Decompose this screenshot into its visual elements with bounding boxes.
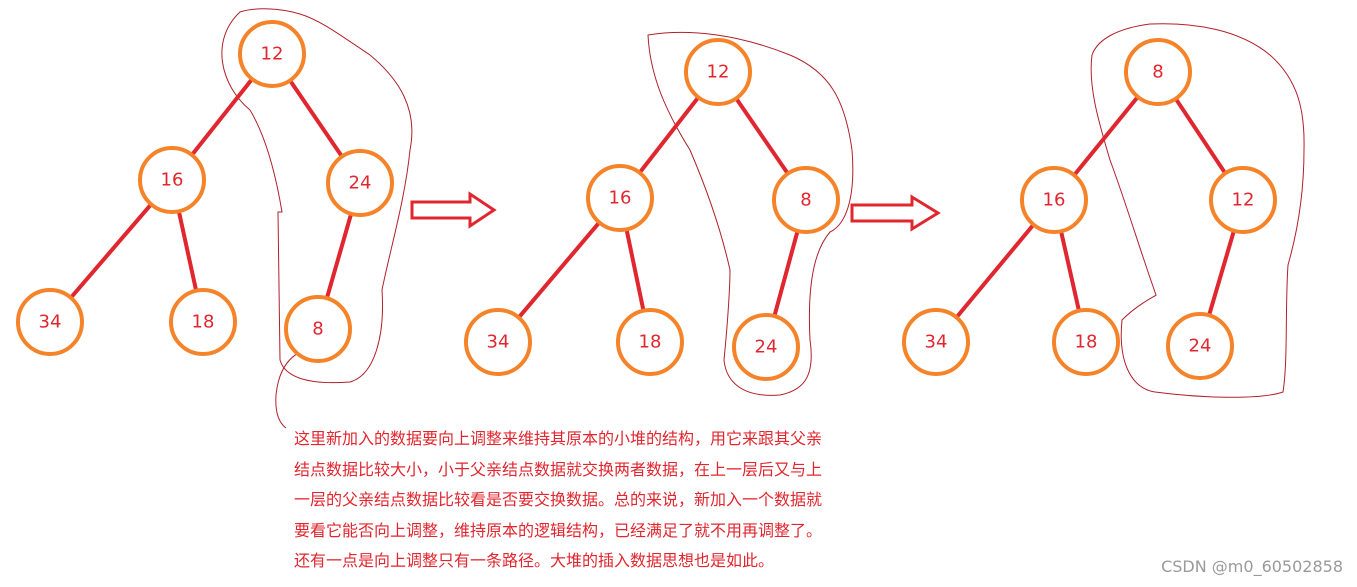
tree-node — [616, 308, 684, 376]
tree-edge — [191, 78, 253, 156]
tree-node-label: 18 — [192, 312, 215, 333]
tree-node-label: 16 — [1043, 190, 1066, 211]
tree-node — [238, 20, 306, 88]
tree-edge — [638, 96, 700, 174]
tree-edge — [624, 229, 646, 311]
highlight-outline-3 — [1090, 23, 1305, 398]
tree-after-first-swap: 12 16 8 34 18 24 — [464, 38, 840, 381]
tree-edge — [1207, 230, 1236, 316]
tree-node — [1166, 312, 1234, 380]
description-line: 要看它能否向上调整，维持原本的逻辑结构，已经满足了就不用再调整了。 — [294, 520, 823, 540]
tree-edge — [1174, 98, 1227, 174]
tree-node — [16, 288, 84, 356]
tree-edge — [70, 203, 152, 299]
description-line: 结点数据比较大小，小于父亲结点数据就交换两者数据，在上一层后又与上 — [294, 459, 823, 479]
tree-node — [464, 308, 532, 376]
tree-edge — [517, 221, 601, 319]
tree-node-label: 12 — [707, 62, 730, 83]
tree-node-label: 12 — [261, 44, 284, 65]
description-line: 还有一点是向上调整只有一条路径。大堆的插入数据思想也是如此。 — [294, 551, 775, 570]
tree-node — [284, 295, 352, 363]
tree-node-label: 24 — [755, 337, 778, 358]
tree-node — [1052, 308, 1120, 376]
description-line: 这里新加入的数据要向上调整来维持其原本的小堆的结构，用它来跟其父亲 — [294, 429, 823, 448]
arrow-2 — [850, 194, 941, 232]
tree-node — [902, 308, 970, 376]
tree-node — [169, 288, 237, 356]
tree-node — [732, 313, 800, 381]
tree-node-label: 24 — [1189, 336, 1212, 357]
tree-node-label: 16 — [161, 170, 184, 191]
trees-layer: 12 16 24 34 18 8 12 16 8 34 18 24 8 16 12 34 18 24 — [16, 20, 1277, 381]
tree-node-label: 34 — [925, 332, 948, 353]
highlight-outline-2 — [647, 31, 854, 396]
tree-node — [772, 166, 840, 234]
tree-node-label: 8 — [1152, 62, 1163, 83]
tree-edge — [735, 98, 789, 174]
tree-node-label: 34 — [39, 312, 62, 333]
tree-before-adjust: 12 16 24 34 18 8 — [16, 20, 394, 363]
tree-node — [1020, 166, 1088, 234]
tree-node — [1209, 166, 1277, 234]
tree-node-label: 34 — [487, 332, 510, 353]
tree-edge — [1073, 96, 1139, 176]
tree-node-label: 18 — [1075, 332, 1098, 353]
tree-edge — [325, 213, 353, 299]
tree-edge — [1059, 231, 1081, 311]
tree-node-label: 8 — [312, 319, 323, 340]
tree-after-second-swap: 8 16 12 34 18 24 — [902, 38, 1277, 380]
tree-node — [138, 146, 206, 214]
description-text: 这里新加入的数据要向上调整来维持其原本的小堆的结构，用它来跟其父亲 结点数据比较… — [294, 424, 894, 577]
tree-edge — [772, 230, 800, 317]
tree-node — [1124, 38, 1192, 106]
tree-edge — [177, 211, 198, 291]
tree-node — [586, 164, 654, 232]
description-line: 一层的父亲结点数据比较看是否要交换数据。总的来说，新加入一个数据就 — [294, 490, 823, 509]
tree-node — [684, 38, 752, 106]
highlight-outline-1-tail — [275, 351, 301, 429]
arrow-1 — [410, 191, 497, 229]
tree-node-label: 8 — [800, 190, 811, 211]
tree-node-label: 24 — [349, 173, 372, 194]
tree-edge — [955, 224, 1035, 318]
tree-node-label: 18 — [639, 332, 662, 353]
highlight-outline-1 — [221, 8, 413, 384]
watermark: CSDN @m0_60502858 — [1161, 557, 1343, 576]
tree-edge — [289, 80, 343, 157]
tree-node-label: 16 — [609, 188, 632, 209]
tree-node — [326, 149, 394, 217]
tree-node-label: 12 — [1232, 190, 1255, 211]
